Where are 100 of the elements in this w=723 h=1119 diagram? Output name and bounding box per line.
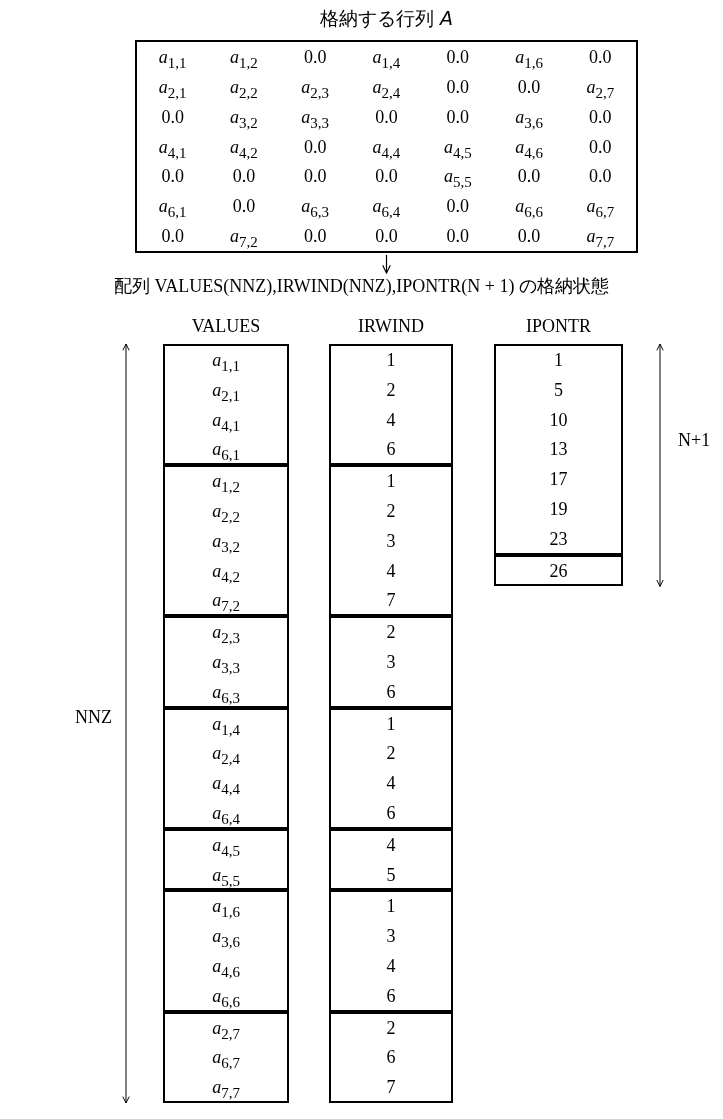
matrix-entry: 0.0 (445, 225, 471, 249)
array-entry: 1 (385, 349, 397, 372)
array-entry: 3 (385, 925, 397, 949)
array-entry: 6 (385, 438, 397, 462)
matrix-entry: 0.0 (302, 225, 328, 249)
array-segment (329, 707, 453, 829)
matrix-entry: a$_{7,7}$ (585, 225, 616, 252)
matrix-entry: a$_{1,2}$ (229, 46, 259, 72)
arrow (382, 254, 391, 274)
array-entry: 19 (548, 498, 569, 521)
matrix-entry: 0.0 (445, 105, 471, 129)
array-segment (163, 344, 289, 466)
dimension-label: N+1 (678, 430, 711, 451)
column-heading: IPONTR (525, 316, 592, 337)
array-segment (329, 828, 453, 891)
array-entry: a$_{4,4}$ (211, 772, 241, 799)
array-entry: 6 (385, 1046, 397, 1070)
array-entry: 4 (385, 559, 397, 583)
array-entry: 4 (385, 408, 397, 432)
array-segment (163, 616, 289, 708)
matrix-entry: 0.0 (302, 46, 328, 69)
matrix-entry: a$_{1,4}$ (371, 46, 402, 72)
matrix-entry: a$_{2,2}$ (229, 75, 259, 102)
matrix-entry: 0.0 (445, 195, 471, 219)
array-segment (494, 554, 623, 587)
matrix-entry: 0.0 (516, 75, 542, 99)
array-entry: 6 (385, 680, 397, 704)
matrix-entry: 0.0 (445, 46, 471, 69)
array-entry: a$_{3,3}$ (211, 651, 241, 678)
array-segment (163, 890, 289, 1012)
array-entry: a$_{5,5}$ (211, 863, 241, 891)
array-entry: 17 (548, 468, 569, 492)
array-entry: 4 (385, 955, 397, 978)
matrix-entry: a$_{2,3}$ (300, 75, 331, 102)
matrix-entry: a$_{6,6}$ (514, 195, 544, 222)
array-entry: a$_{1,4}$ (211, 712, 241, 740)
array-entry: a$_{6,4}$ (211, 802, 241, 829)
array-entry: 13 (548, 438, 569, 462)
matrix-entry: a$_{6,4}$ (371, 195, 402, 222)
array-entry: 7 (385, 589, 397, 613)
array-entry: 1 (553, 349, 564, 372)
matrix-entry: 0.0 (374, 105, 399, 129)
array-entry: a$_{4,1}$ (211, 408, 241, 436)
matrix-title: 格納する行列 A (318, 6, 454, 31)
array-segment (329, 465, 453, 617)
array-entry: 4 (385, 833, 397, 857)
array-entry: a$_{4,6}$ (211, 955, 241, 982)
matrix-entry: 0.0 (516, 225, 542, 249)
array-entry: a$_{2,3}$ (211, 621, 241, 648)
matrix-entry: a$_{4,2}$ (229, 135, 259, 162)
matrix-entry: 0.0 (588, 46, 613, 69)
matrix-entry: a$_{6,1}$ (157, 195, 188, 222)
matrix-entry: 0.0 (445, 75, 471, 99)
array-entry: a$_{7,7}$ (211, 1076, 241, 1103)
matrix-entry: 0.0 (160, 165, 185, 189)
matrix-entry: 0.0 (231, 195, 257, 219)
array-entry: 1 (385, 895, 397, 919)
array-segment (163, 465, 289, 617)
array-entry: 1 (385, 470, 397, 494)
array-segment (494, 344, 623, 555)
array-entry: a$_{3,6}$ (211, 925, 241, 952)
matrix-entry: 0.0 (588, 105, 613, 129)
matrix-entry: a$_{4,1}$ (157, 135, 188, 162)
array-segment (163, 828, 289, 891)
matrix-entry: a$_{6,7}$ (585, 195, 616, 222)
array-entry: a$_{2,1}$ (211, 378, 241, 406)
column-heading: IRWIND (357, 316, 425, 337)
array-segment (329, 890, 453, 1012)
array-segment (163, 707, 289, 829)
matrix-entry: a$_{1,1}$ (157, 46, 188, 72)
array-entry: 2 (385, 742, 397, 766)
matrix-entry: 0.0 (588, 165, 613, 189)
array-entry: 3 (385, 651, 397, 674)
matrix-entry: 0.0 (160, 105, 185, 129)
matrix-entry: a$_{4,5}$ (442, 135, 473, 162)
array-entry: 2 (385, 378, 397, 402)
matrix-entry: 0.0 (302, 135, 328, 159)
array-entry: a$_{2,2}$ (211, 500, 241, 527)
array-entry: 23 (548, 527, 569, 551)
array-entry: a$_{2,7}$ (211, 1016, 241, 1044)
matrix-entry: a$_{5,5}$ (442, 165, 473, 192)
array-entry: a$_{2,4}$ (211, 742, 241, 769)
matrix-entry: 0.0 (374, 165, 399, 189)
matrix-entry: a$_{2,4}$ (371, 75, 402, 102)
matrix-entry: 0.0 (302, 165, 328, 189)
column-heading: VALUES (190, 316, 262, 337)
array-entry: a$_{6,3}$ (211, 680, 241, 708)
matrix-entry: 0.0 (374, 225, 399, 249)
array-entry: 5 (553, 378, 564, 402)
array-entry: 1 (385, 712, 397, 736)
array-entry: a$_{4,5}$ (211, 833, 241, 861)
matrix-entry: a$_{3,6}$ (514, 105, 544, 132)
matrix-entry: a$_{4,4}$ (371, 135, 402, 162)
array-segment (329, 616, 453, 708)
matrix-entry: a$_{4,6}$ (514, 135, 544, 162)
matrix-entry: a$_{3,2}$ (229, 105, 259, 132)
array-segment (329, 344, 453, 466)
matrix-entry: a$_{3,3}$ (300, 105, 331, 132)
array-entry: 6 (385, 984, 397, 1008)
array-segment (163, 1011, 289, 1103)
